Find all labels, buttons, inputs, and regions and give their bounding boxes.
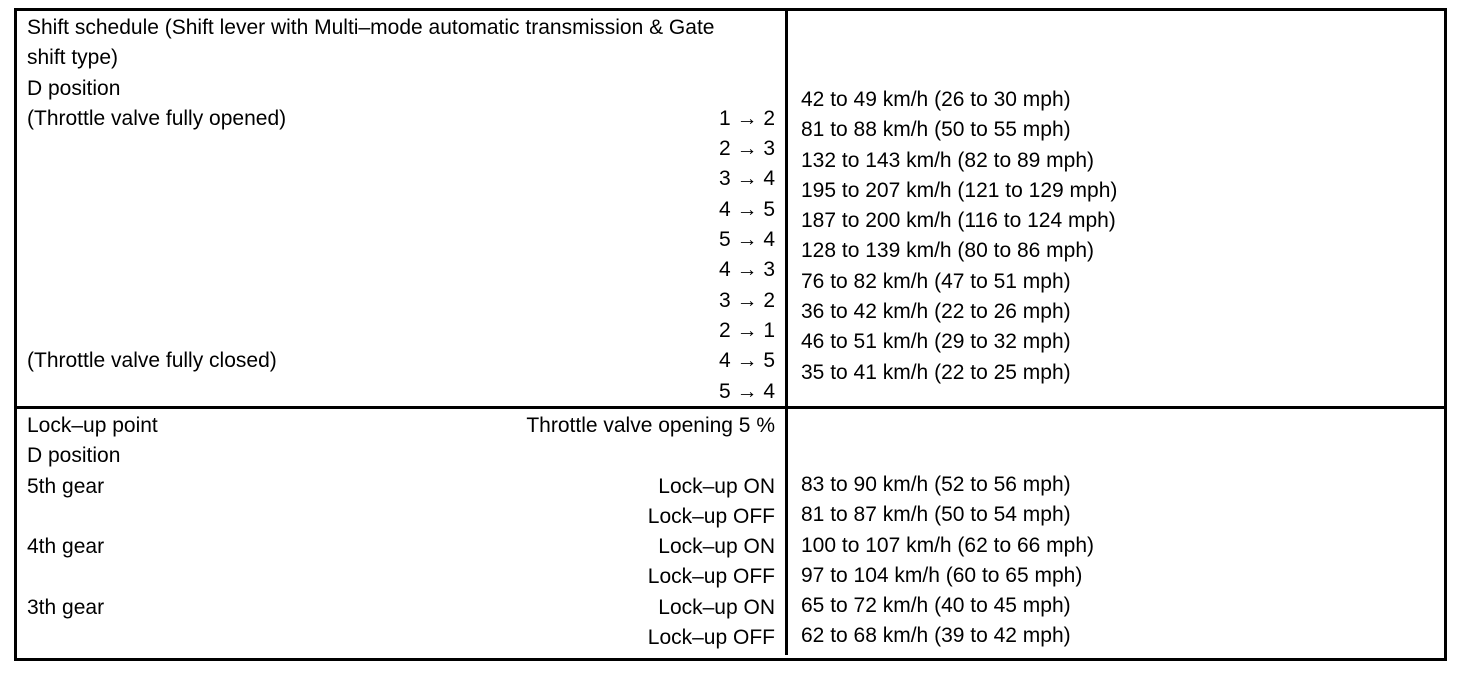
table-line: 2 → 1 xyxy=(27,316,775,346)
speed-range-value: 42 to 49 km/h (26 to 30 mph) xyxy=(801,88,1071,111)
lock-up-state-label: Lock–up ON xyxy=(658,535,775,559)
table-line: 4th gear Lock–up ON xyxy=(27,532,775,562)
line-label: (Throttle valve fully closed) xyxy=(27,349,277,373)
table-line: 4 → 5 xyxy=(27,195,775,225)
speed-range-value: 35 to 41 km/h (22 to 25 mph) xyxy=(801,360,1071,384)
line-label: (Throttle valve fully opened) xyxy=(27,106,287,130)
line-label: Lock–up point xyxy=(27,414,158,437)
gear-shift-pair: 4 → 5 xyxy=(718,349,775,373)
shift-schedule-labels-cell: Shift schedule (Shift lever with Multi–m… xyxy=(17,11,788,406)
line-label: D position xyxy=(27,444,121,468)
shift-schedule-values-cell: 42 to 49 km/h (26 to 30 mph) 81 to 88 km… xyxy=(788,11,1444,406)
table-line: Lock–up OFF xyxy=(27,562,775,592)
table-line: 3 → 4 xyxy=(27,164,775,194)
table-line: 5th gear Lock–up ON xyxy=(27,472,775,502)
speed-range-value: 195 to 207 km/h (121 to 129 mph) xyxy=(801,178,1118,202)
line-label: 3th gear xyxy=(27,595,105,619)
speed-range-value: 62 to 68 km/h (39 to 42 mph) xyxy=(801,624,1071,648)
gear-shift-pair: 2 → 1 xyxy=(718,318,775,342)
shift-schedule-spec-table: Shift schedule (Shift lever with Multi–m… xyxy=(14,8,1447,661)
line-label: Shift schedule (Shift lever with Multi–m… xyxy=(27,16,715,39)
lock-up-values-cell: 83 to 90 km/h (52 to 56 mph) 81 to 87 km… xyxy=(788,409,1444,655)
table-line: D position xyxy=(27,441,775,471)
gear-shift-pair: 5 → 4 xyxy=(718,379,775,403)
table-line: Lock–up point Throttle valve opening 5 % xyxy=(27,411,775,441)
lock-up-state-label: Lock–up ON xyxy=(658,474,775,498)
table-line: Lock–up OFF xyxy=(27,502,775,532)
speed-range-value: 97 to 104 km/h (60 to 65 mph) xyxy=(801,563,1083,587)
speed-range-value: 65 to 72 km/h (40 to 45 mph) xyxy=(801,594,1071,618)
gear-shift-pair: 3 → 2 xyxy=(718,288,775,312)
gear-shift-pair: 4 → 5 xyxy=(718,197,775,221)
line-label: 4th gear xyxy=(27,535,105,559)
table-line: Shift schedule (Shift lever with Multi–m… xyxy=(27,13,775,43)
gear-shift-pair: 3 → 4 xyxy=(718,167,775,191)
speed-range-value: 81 to 88 km/h (50 to 55 mph) xyxy=(801,118,1071,142)
table-line: shift type) xyxy=(27,43,775,73)
gear-shift-pair: 5 → 4 xyxy=(718,228,775,252)
speed-range-value: 100 to 107 km/h (62 to 66 mph) xyxy=(801,533,1095,557)
table-line: 5 → 4 xyxy=(27,377,775,406)
speed-range-value: 76 to 82 km/h (47 to 51 mph) xyxy=(801,269,1071,293)
table-line: 4 → 3 xyxy=(27,255,775,285)
speed-range-value: 132 to 143 km/h (82 to 89 mph) xyxy=(801,148,1095,172)
speed-range-value: 36 to 42 km/h (22 to 26 mph) xyxy=(801,300,1071,324)
gear-shift-pair: 2 → 3 xyxy=(718,137,775,161)
lock-up-state-label: Lock–up OFF xyxy=(647,565,775,589)
speed-range-value: 81 to 87 km/h (50 to 54 mph) xyxy=(801,503,1071,527)
line-label: shift type) xyxy=(27,46,119,70)
table-line: Lock–up OFF xyxy=(27,623,775,653)
table-line: 3 → 2 xyxy=(27,286,775,316)
table-line: (Throttle valve fully closed) 4 → 5 xyxy=(27,346,775,376)
table-line: 5 → 4 xyxy=(27,225,775,255)
speed-range-value: 83 to 90 km/h (52 to 56 mph) xyxy=(801,473,1071,496)
line-label: D position xyxy=(27,76,121,100)
gear-shift-pair: 1 → 2 xyxy=(718,106,775,130)
speed-range-value: 46 to 51 km/h (29 to 32 mph) xyxy=(801,330,1071,354)
line-label: 5th gear xyxy=(27,474,105,498)
lock-up-state-label: Lock–up OFF xyxy=(647,626,775,650)
speed-range-value: 128 to 139 km/h (80 to 86 mph) xyxy=(801,239,1095,263)
table-line: 3th gear Lock–up ON xyxy=(27,593,775,623)
table-line: 2 → 3 xyxy=(27,134,775,164)
lock-up-state-label: Lock–up ON xyxy=(658,595,775,619)
speed-range-value: 187 to 200 km/h (116 to 124 mph) xyxy=(801,209,1116,233)
lock-up-state-label: Lock–up OFF xyxy=(647,504,775,528)
section-shift-schedule: Shift schedule (Shift lever with Multi–m… xyxy=(17,11,1444,409)
table-line: (Throttle valve fully opened) 1 → 2 xyxy=(27,104,775,134)
line-value: Throttle valve opening 5 % xyxy=(526,414,775,437)
table-line: D position xyxy=(27,74,775,104)
gear-shift-pair: 4 → 3 xyxy=(718,258,775,282)
